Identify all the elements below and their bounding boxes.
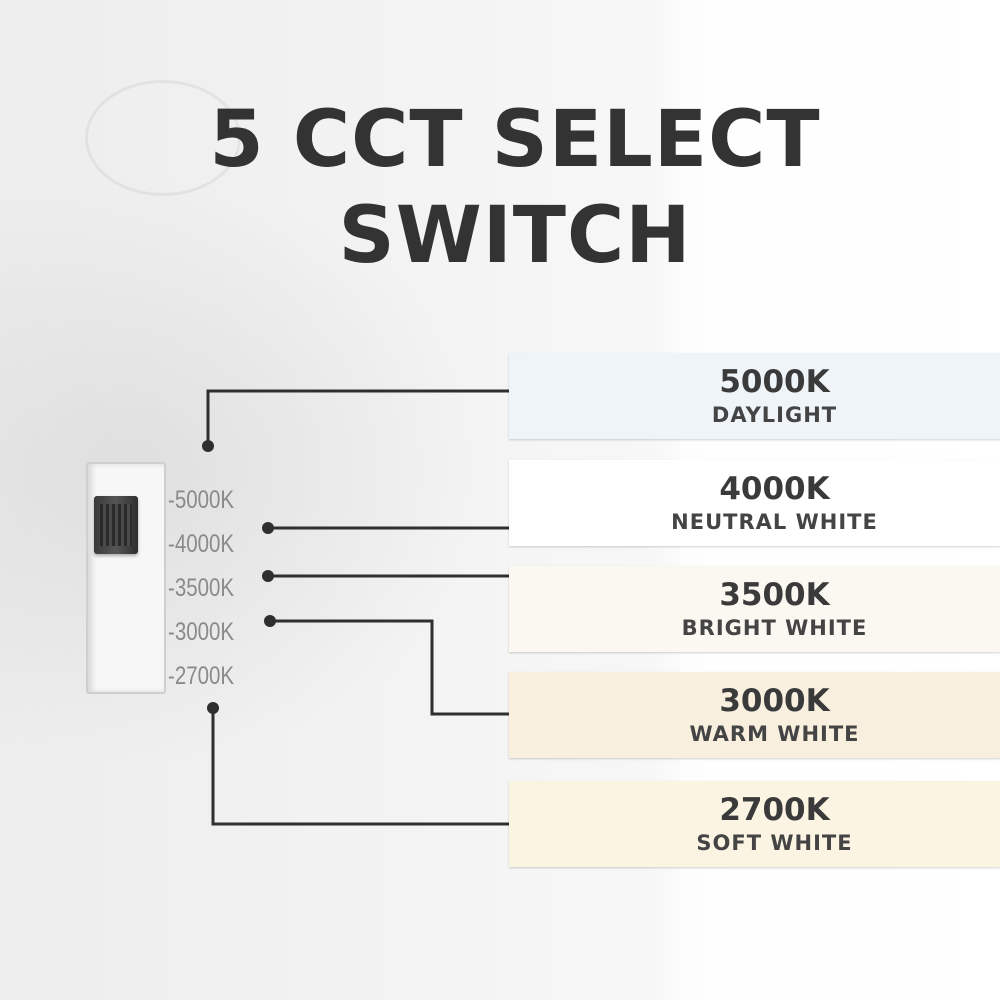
title-line-1: 5 CCT SELECT	[209, 95, 821, 185]
switch-mark-3500k: -3500K	[168, 574, 235, 602]
option-description: BRIGHT WHITE	[681, 616, 868, 640]
option-kelvin: 3000K	[719, 683, 830, 719]
option-description: NEUTRAL WHITE	[671, 510, 878, 534]
switch-markings: -5000K -4000K -3500K -3000K -2700K	[168, 478, 249, 698]
cct-switch-slider[interactable]	[94, 496, 138, 554]
option-card-5000k[interactable]: 5000K DAYLIGHT	[509, 353, 1000, 439]
connector-dot-3500k	[262, 570, 274, 582]
connector-2700k	[211, 708, 509, 826]
option-kelvin: 3500K	[719, 577, 830, 613]
connector-5000k	[206, 389, 509, 446]
title-line-2: SWITCH	[338, 191, 692, 281]
option-card-4000k[interactable]: 4000K NEUTRAL WHITE	[509, 460, 1000, 546]
option-description: WARM WHITE	[689, 722, 860, 746]
option-kelvin: 2700K	[719, 792, 830, 828]
page-title: 5 CCT SELECT SWITCH	[0, 92, 1000, 284]
connector-3000k	[270, 619, 509, 716]
option-description: SOFT WHITE	[696, 831, 853, 855]
connector-dot-2700k	[207, 702, 219, 714]
certification-mark-icon	[85, 80, 241, 196]
switch-mark-2700k: -2700K	[168, 662, 235, 690]
option-kelvin: 4000K	[719, 471, 830, 507]
switch-mark-3000k: -3000K	[168, 618, 235, 646]
switch-mark-4000k: -4000K	[168, 530, 235, 558]
option-description: DAYLIGHT	[711, 403, 838, 427]
connector-dot-4000k	[262, 522, 274, 534]
option-card-3500k[interactable]: 3500K BRIGHT WHITE	[509, 566, 1000, 652]
option-card-3000k[interactable]: 3000K WARM WHITE	[509, 672, 1000, 758]
connector-dot-3000k	[264, 615, 276, 627]
switch-mark-5000k: -5000K	[168, 486, 235, 514]
connector-dot-5000k	[202, 440, 214, 452]
option-kelvin: 5000K	[719, 364, 830, 400]
option-card-2700k[interactable]: 2700K SOFT WHITE	[509, 781, 1000, 867]
